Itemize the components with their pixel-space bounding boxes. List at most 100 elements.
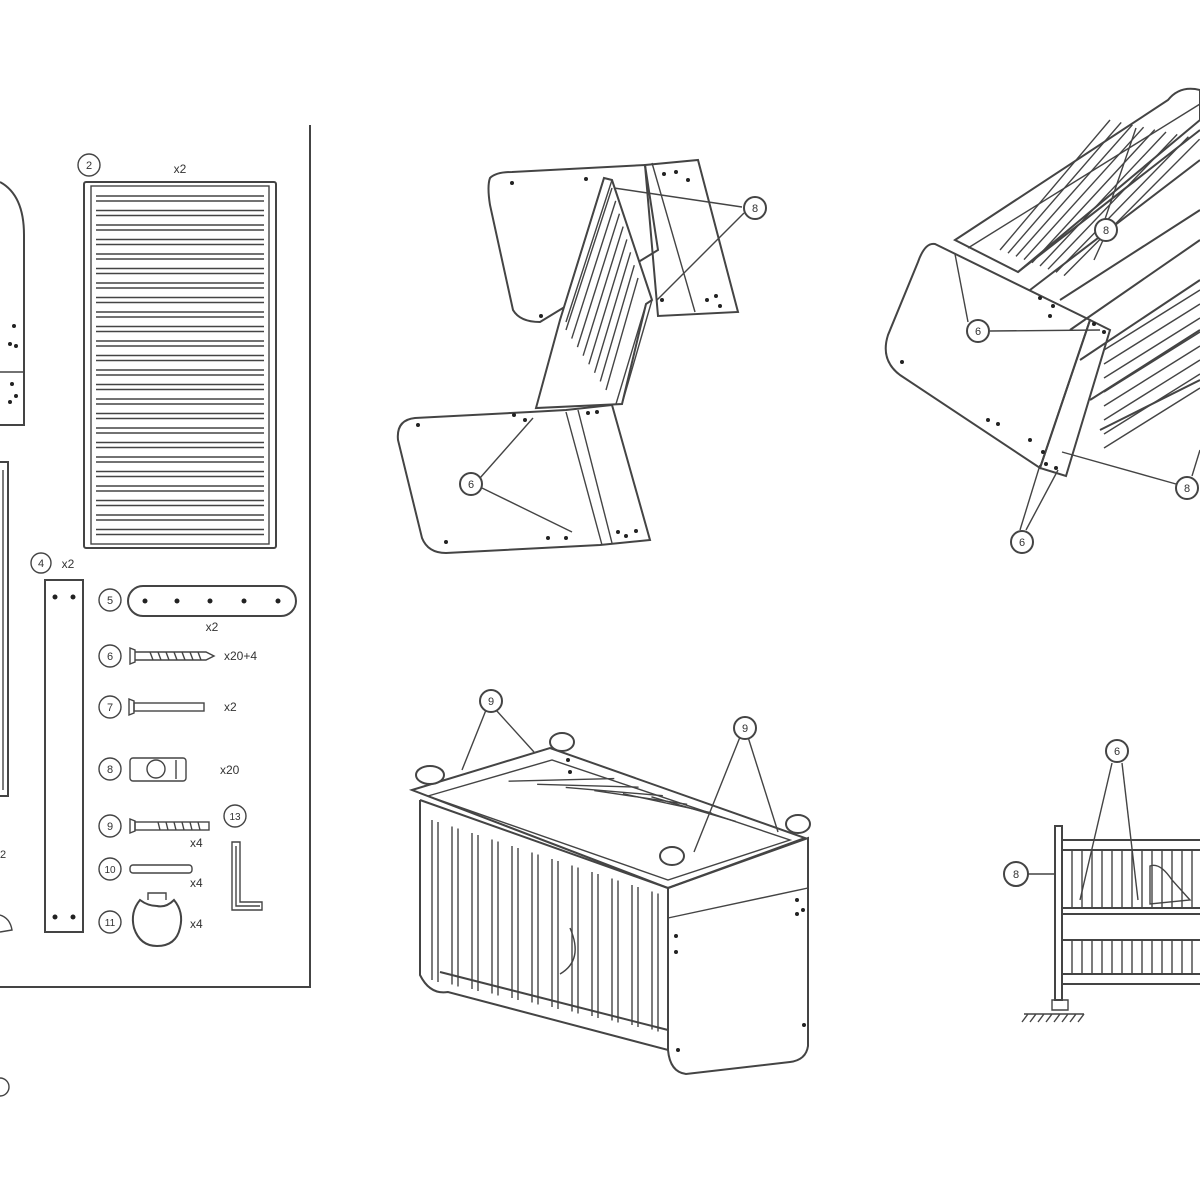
part-7-bolt: 7 x2 (98, 695, 237, 719)
part-quantity: x2 (62, 557, 75, 571)
part-quantity: x2 (206, 620, 219, 634)
callout-circle (77, 153, 101, 177)
parts-panel: 2 2 x2 4 x2 5 x2 (0, 125, 311, 988)
slat (1103, 387, 1200, 449)
slat (1047, 133, 1178, 270)
slat (1103, 317, 1200, 379)
slat (588, 239, 628, 365)
slat (582, 226, 624, 356)
callout-8 (743, 196, 767, 220)
callout-9-right (733, 716, 757, 740)
bed-slats (508, 777, 736, 823)
slat (1103, 331, 1200, 393)
slat (1007, 121, 1122, 254)
slats (999, 119, 1200, 449)
left-cut-knob (0, 914, 13, 933)
part-number: 9 (107, 821, 113, 833)
slat (1039, 131, 1167, 267)
callout-circle (98, 910, 122, 934)
slat (537, 783, 639, 788)
end-panel (667, 836, 809, 1076)
slat (593, 252, 632, 374)
part-6-screw: 6 x20+4 (98, 644, 257, 668)
slat (571, 200, 617, 339)
part-quantity: x2 (224, 700, 237, 714)
part-9-threaded-bolt: 9 x4 (98, 814, 210, 850)
callout-6 (459, 472, 483, 496)
part-number: 8 (107, 764, 113, 776)
callout-circle (98, 695, 122, 719)
callout-8-top (1094, 218, 1118, 242)
post (1054, 825, 1063, 1001)
slat (605, 277, 639, 391)
callout-6 (1105, 739, 1129, 763)
end-panel-lower (396, 403, 652, 555)
slat (1103, 289, 1200, 351)
end-panel-upper (487, 163, 660, 324)
front-slats (431, 820, 659, 1032)
parts-panel-border (0, 125, 311, 988)
part-8-cam-nut: 8 x20 (98, 757, 240, 782)
part-quantity: x4 (190, 836, 203, 850)
part-10-dowel: 10 x4 (98, 857, 203, 890)
part-2-slatted-side: 2 x2 (77, 153, 277, 549)
part-5-connector-plate: 5 x2 (98, 585, 297, 634)
callout-8-right (1175, 476, 1199, 500)
callout-circle (223, 804, 247, 828)
slat (1055, 136, 1189, 273)
step-2-attach-second-side: 8 6 8 6 (884, 87, 1200, 554)
front-side (419, 800, 669, 1052)
part-number: 2 (86, 160, 92, 172)
part-number: 11 (105, 918, 116, 929)
slat (1103, 345, 1200, 407)
part-number: 4 (38, 558, 44, 570)
callout-6-bottom-label: 6 (1019, 537, 1025, 549)
callout-6-label: 6 (468, 479, 474, 491)
part-number: 6 (107, 651, 113, 663)
slat (1063, 138, 1200, 277)
callout-8-label: 8 (752, 203, 758, 215)
callout-8 (1003, 861, 1029, 887)
callout-6-bottom (1010, 530, 1034, 554)
callout-circle (98, 857, 122, 881)
step-3-cradle-with-caps: 9 9 (408, 689, 811, 1076)
part-number: 7 (107, 702, 113, 714)
callout-8-right-label: 8 (1184, 483, 1190, 495)
slat (651, 796, 736, 823)
part-number: 10 (104, 865, 116, 876)
slat (508, 777, 615, 782)
callout-6-mid-label: 6 (975, 326, 981, 338)
slats (1071, 850, 1193, 974)
part-13-allen-key: 13 (223, 804, 263, 911)
callout-8-top-label: 8 (1103, 225, 1109, 237)
step-4-side-view: 6 8 (1003, 739, 1200, 1023)
part-quantity: x2 (174, 162, 187, 176)
part-number: 5 (107, 595, 113, 607)
slat (1031, 129, 1156, 264)
slat (565, 187, 613, 331)
step-1-attach-side-to-end-panels: 8 6 (396, 158, 767, 555)
part-quantity: x4 (190, 917, 203, 931)
callout-circle (98, 588, 122, 612)
callout-9-right-label: 9 (742, 723, 748, 735)
part-number: 13 (229, 812, 241, 823)
end-panel-front (884, 242, 1092, 470)
cap (785, 814, 811, 834)
callout-circle (98, 644, 122, 668)
part-1-end-panel (0, 181, 25, 426)
slat (599, 264, 635, 382)
slats (96, 195, 264, 536)
part-quantity: x20 (220, 763, 240, 777)
slat (999, 119, 1111, 251)
slat (1015, 124, 1133, 257)
callout-circle (98, 814, 122, 838)
callout-8-label: 8 (1013, 869, 1019, 881)
part-4-post: 4 x2 (30, 552, 84, 933)
callout-6-mid (966, 319, 990, 343)
top-frame (408, 746, 808, 890)
callout-6-label: 6 (1114, 746, 1120, 758)
slats (565, 187, 639, 391)
part-11-caster-cap: 11 x4 (98, 892, 203, 948)
callout-9-left (479, 689, 503, 713)
